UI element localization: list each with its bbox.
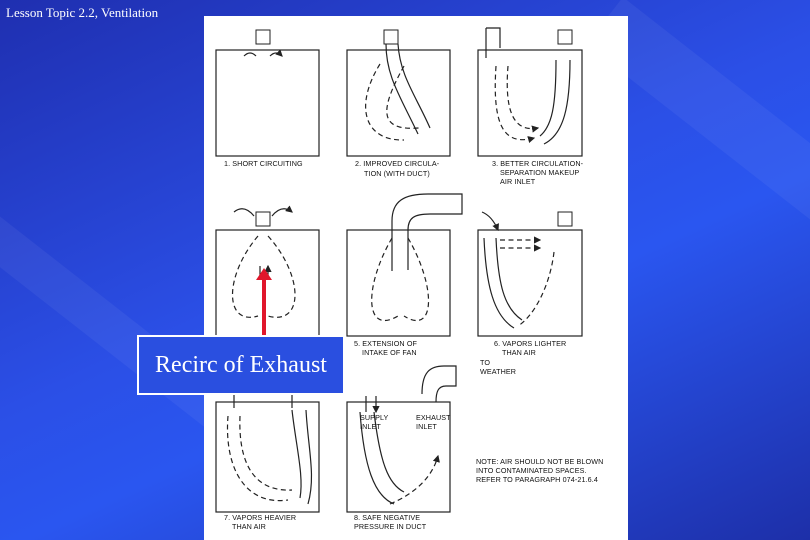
svg-text:2. IMPROVED CIRCULA-: 2. IMPROVED CIRCULA- [355, 159, 440, 168]
svg-text:SUPPLY: SUPPLY [360, 413, 389, 422]
panel-6-vapors-lighter: 6. VAPORS LIGHTER THAN AIR [477, 211, 583, 357]
note-text: NOTE: AIR SHOULD NOT BE BLOWN [476, 457, 603, 466]
svg-text:5. EXTENSION OF: 5. EXTENSION OF [354, 339, 418, 348]
duct-elbow [421, 365, 457, 403]
ventilation-diagram: 1. SHORT CIRCUITING 2. IMPROVED CIRCULA-… [204, 16, 628, 540]
svg-text:6. VAPORS LIGHTER: 6. VAPORS LIGHTER [494, 339, 566, 348]
fan-icon [383, 29, 399, 45]
svg-text:1. SHORT CIRCUITING: 1. SHORT CIRCUITING [224, 159, 303, 168]
svg-text:8. SAFE NEGATIVE: 8. SAFE NEGATIVE [354, 513, 420, 522]
note-text: REFER TO PARAGRAPH 074-21.6.4 [476, 475, 598, 484]
note-text: INTO CONTAMINATED SPACES. [476, 466, 587, 475]
fan-icon [255, 29, 271, 45]
panel-2-improved-circulation: 2. IMPROVED CIRCULA- TION (WITH DUCT) [346, 29, 451, 178]
svg-text:SEPARATION MAKEUP: SEPARATION MAKEUP [500, 168, 579, 177]
callout-pointer-arrowhead [256, 268, 272, 280]
fan-icon [557, 29, 573, 45]
ventilation-diagram-svg: 1. SHORT CIRCUITING 2. IMPROVED CIRCULA-… [215, 27, 603, 531]
duct-elbow [485, 27, 501, 58]
svg-text:PRESSURE IN DUCT: PRESSURE IN DUCT [354, 522, 427, 531]
svg-text:7. VAPORS HEAVIER: 7. VAPORS HEAVIER [224, 513, 296, 522]
fan-icon [557, 211, 573, 227]
panel-3-better-circulation: 3. BETTER CIRCULATION- SEPARATION MAKEUP… [477, 27, 584, 186]
to-weather-label: TO [480, 358, 490, 367]
svg-text:TION (WITH DUCT): TION (WITH DUCT) [364, 169, 430, 178]
panel-1-short-circuiting: 1. SHORT CIRCUITING [215, 29, 320, 168]
slide-title: Lesson Topic 2.2, Ventilation [6, 5, 159, 20]
fan-icon [255, 211, 271, 227]
recirc-callout-box: Recirc of Exhaust [137, 335, 345, 395]
svg-text:INLET: INLET [360, 422, 381, 431]
panel-5-extension-of-intake: 5. EXTENSION OF INTAKE OF FAN [346, 193, 463, 357]
to-weather-label: WEATHER [480, 367, 516, 376]
duct-elbow [391, 193, 463, 271]
callout-pointer-line [262, 276, 266, 336]
panel-8-safe-negative-pressure: SUPPLY INLET EXHAUST INLET 8. SAFE NEGAT… [346, 365, 457, 531]
svg-text:EXHAUST: EXHAUST [416, 413, 451, 422]
svg-text:3. BETTER CIRCULATION-: 3. BETTER CIRCULATION- [492, 159, 584, 168]
panel-7-vapors-heavier: 7. VAPORS HEAVIER THAN AIR [215, 394, 320, 531]
svg-text:AIR INLET: AIR INLET [500, 177, 536, 186]
svg-text:INLET: INLET [416, 422, 437, 431]
recirc-callout-label: Recirc of Exhaust [155, 351, 327, 378]
svg-text:THAN AIR: THAN AIR [232, 522, 266, 531]
svg-text:INTAKE OF FAN: INTAKE OF FAN [362, 348, 417, 357]
svg-text:THAN AIR: THAN AIR [502, 348, 536, 357]
